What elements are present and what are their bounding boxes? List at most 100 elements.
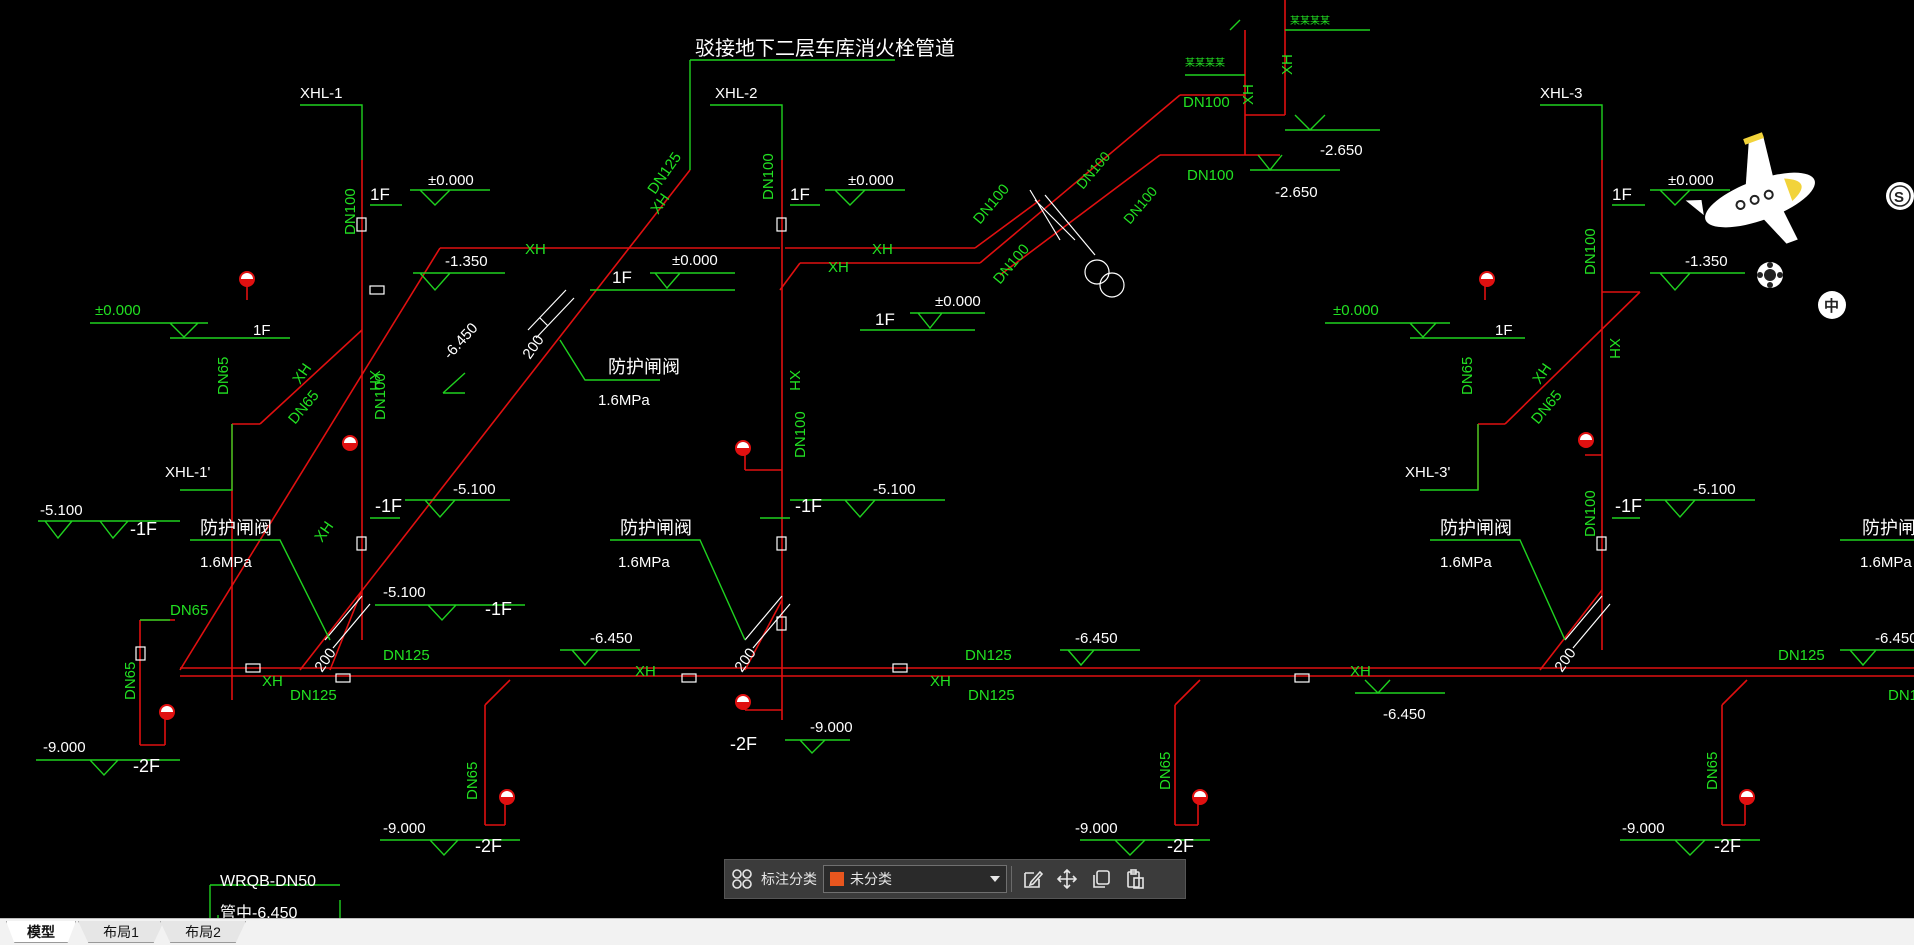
svg-text:XH: XH	[872, 241, 893, 258]
hydrant-icon	[735, 694, 751, 710]
svg-text:某某某某: 某某某某	[1185, 57, 1225, 69]
badge-s-icon[interactable]: S	[1886, 182, 1914, 210]
riser-label: XHL-1'	[165, 464, 211, 481]
svg-text:-1.350: -1.350	[1685, 253, 1728, 270]
svg-text:DN125: DN125	[968, 687, 1015, 704]
svg-text:DN65: DN65	[285, 387, 323, 427]
tab-model[interactable]: 模型	[6, 921, 76, 943]
svg-text:-6.450: -6.450	[440, 320, 481, 363]
svg-text:1F: 1F	[370, 185, 390, 204]
title-note: 驳接地下二层车库消火栓管道	[695, 37, 955, 60]
svg-text:XH: XH	[786, 370, 803, 391]
airplane-icon[interactable]	[1674, 124, 1832, 271]
svg-text:DN65: DN65	[215, 357, 232, 395]
move-icon[interactable]	[1050, 860, 1084, 898]
svg-text:-5.100: -5.100	[383, 584, 426, 601]
svg-text:XH: XH	[366, 370, 383, 391]
svg-text:XH: XH	[262, 673, 283, 690]
svg-text:-2.650: -2.650	[1320, 142, 1363, 159]
layout-tab-bar: 模型 布局1 布局2	[0, 918, 1914, 945]
svg-text:某某某某: 某某某某	[1290, 15, 1330, 27]
svg-text:DN100: DN100	[342, 188, 359, 235]
valve-label: 防护闸阀	[608, 357, 680, 377]
paste-icon[interactable]	[1118, 860, 1152, 898]
pipe-network	[139, 0, 1914, 826]
annotation-lines	[36, 19, 1914, 918]
hydrant-icon	[239, 271, 255, 287]
toolbar-divider	[1011, 866, 1012, 892]
svg-text:DN125: DN125	[1778, 647, 1825, 664]
svg-text:±0.000: ±0.000	[428, 172, 474, 189]
svg-text:DN65: DN65	[122, 662, 139, 700]
category-color-swatch	[830, 872, 844, 886]
svg-text:DN65: DN65	[1459, 357, 1476, 395]
grid-icon[interactable]	[725, 860, 759, 898]
svg-text:DN65: DN65	[1704, 752, 1721, 790]
valve-markers	[135, 217, 1607, 683]
category-selected: 未分类	[850, 871, 892, 887]
svg-text:DN100: DN100	[970, 181, 1013, 228]
svg-text:-5.100: -5.100	[40, 502, 83, 519]
zhong-ime-icon[interactable]: 中	[1818, 291, 1846, 319]
svg-text:DN100: DN100	[760, 153, 777, 200]
svg-text:-1F: -1F	[485, 599, 512, 619]
pressure-label: 1.6MPa	[1860, 554, 1912, 571]
svg-text:-1F: -1F	[130, 519, 157, 539]
hydrant-icon	[1479, 271, 1495, 287]
chevron-down-icon	[990, 876, 1000, 882]
tab-layout1[interactable]: 布局1	[78, 921, 164, 943]
bottom-note: 管中-6.450	[220, 904, 297, 922]
settings-flower-icon[interactable]	[1757, 262, 1783, 288]
svg-text:-9.000: -9.000	[1075, 820, 1118, 837]
svg-text:±0.000: ±0.000	[848, 172, 894, 189]
pressure-label: 1.6MPa	[598, 392, 650, 409]
valve-label: 防护闸阀	[200, 518, 272, 538]
annotation-toolbar: 标注分类 未分类	[724, 859, 1186, 899]
svg-text:XH: XH	[311, 518, 337, 545]
svg-text:1F: 1F	[1495, 322, 1513, 339]
svg-text:DN125: DN125	[965, 647, 1012, 664]
svg-text:-1F: -1F	[1615, 496, 1642, 516]
svg-text:DN125: DN125	[290, 687, 337, 704]
drawing-texts: 驳接地下二层车库消火栓管道 XHL-1 XHL-2 XHL-3 XHL-1' X…	[40, 15, 1914, 922]
svg-text:±0.000: ±0.000	[95, 302, 141, 319]
riser-label: XHL-3	[1540, 85, 1583, 102]
valve-label: 防护闸阀	[620, 518, 692, 538]
svg-text:DN100: DN100	[1187, 167, 1234, 184]
hydrant-icon	[159, 704, 175, 720]
svg-text:DN125: DN125	[644, 149, 685, 197]
edit-icon[interactable]	[1016, 860, 1050, 898]
riser-label: XHL-2	[715, 85, 758, 102]
pressure-label: 1.6MPa	[1440, 554, 1492, 571]
svg-text:中: 中	[1824, 297, 1839, 315]
svg-text:DN65: DN65	[170, 602, 208, 619]
svg-text:DN100: DN100	[1582, 228, 1599, 275]
category-dropdown[interactable]: 未分类	[823, 865, 1007, 893]
svg-text:DN100: DN100	[990, 241, 1033, 288]
svg-text:±0.000: ±0.000	[672, 252, 718, 269]
pressure-label: 1.6MPa	[618, 554, 670, 571]
svg-text:XH: XH	[635, 663, 656, 680]
svg-text:1F: 1F	[875, 310, 895, 329]
hydrant-icon	[735, 440, 751, 456]
riser-label: XHL-3'	[1405, 464, 1451, 481]
svg-text:DN100: DN100	[1073, 148, 1113, 192]
svg-text:-5.100: -5.100	[1693, 481, 1736, 498]
svg-text:XH: XH	[1529, 360, 1555, 387]
tab-layout2[interactable]: 布局2	[160, 921, 246, 943]
svg-text:DN125: DN125	[383, 647, 430, 664]
hydrant-icon	[342, 435, 358, 451]
svg-text:-1.350: -1.350	[445, 253, 488, 270]
hydrant-symbols	[159, 271, 1755, 805]
svg-text:DN65: DN65	[464, 762, 481, 800]
valve-label: 防护闸阀	[1862, 518, 1914, 538]
svg-text:XH: XH	[1279, 54, 1296, 75]
svg-text:-5.100: -5.100	[873, 481, 916, 498]
svg-text:1F: 1F	[253, 322, 271, 339]
hydrant-icon	[499, 789, 515, 805]
svg-text:±0.000: ±0.000	[935, 293, 981, 310]
svg-text:-9.000: -9.000	[1622, 820, 1665, 837]
svg-text:-2.650: -2.650	[1275, 184, 1318, 201]
copy-icon[interactable]	[1084, 860, 1118, 898]
